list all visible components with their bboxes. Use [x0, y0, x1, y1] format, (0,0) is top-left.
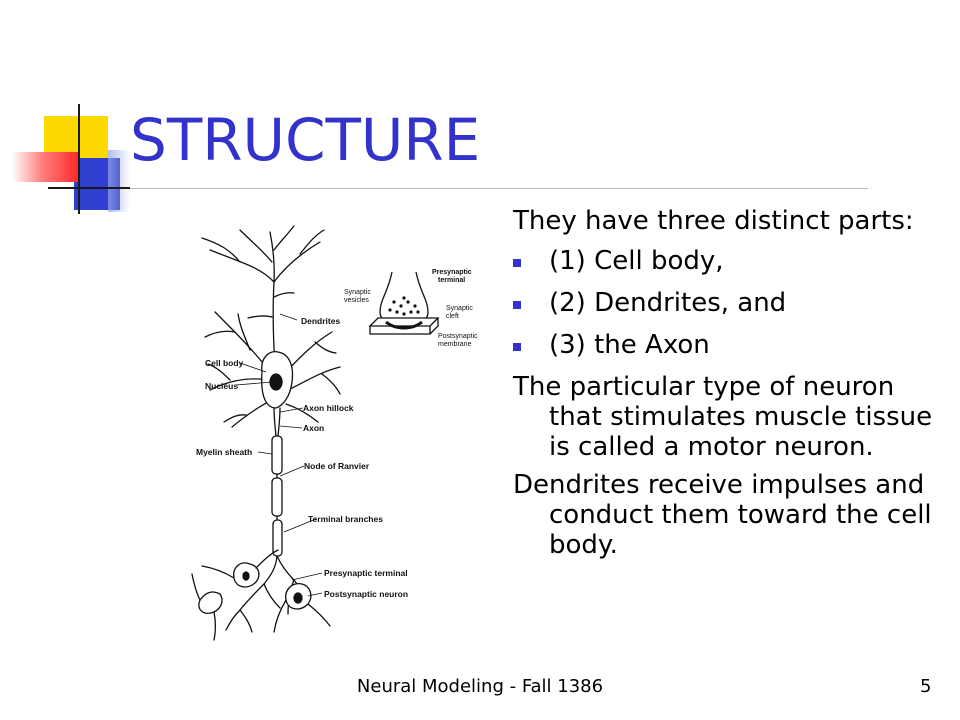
label-terminal-branches: Terminal branches: [308, 514, 383, 524]
label-myelin-sheath: Myelin sheath: [196, 447, 252, 457]
label-axon: Axon: [303, 423, 324, 433]
title-underline: [130, 188, 868, 189]
intro-text: They have three distinct parts:: [513, 206, 914, 236]
decor-horizontal-line: [48, 187, 130, 189]
slide-title: STRUCTURE: [130, 106, 481, 174]
list-item-text: (1) Cell body,: [549, 246, 724, 276]
label-nucleus: Nucleus: [205, 381, 238, 391]
inset-label-vesicles-2: vesicles: [344, 297, 369, 304]
list-item: (2) Dendrites, and: [513, 288, 933, 318]
label-postsynaptic-neuron: Postsynaptic neuron: [324, 589, 408, 599]
decor-blue-glow: [108, 150, 130, 212]
list-item: (3) the Axon: [513, 330, 933, 360]
footer-text: Neural Modeling - Fall 1386: [356, 676, 604, 697]
list-item-text: (3) the Axon: [549, 330, 710, 360]
body-text: They have three distinct parts: (1) Cell…: [513, 206, 933, 560]
label-presynaptic-terminal: Presynaptic terminal: [324, 568, 408, 578]
decor-vertical-line: [78, 104, 80, 214]
inset-label-cleft-1: Synaptic: [446, 305, 473, 312]
inset-label-vesicles-1: Synaptic: [344, 289, 371, 296]
label-dendrites: Dendrites: [301, 316, 340, 326]
motor-neuron-text: The particular type of neuron that stimu…: [513, 372, 933, 462]
inset-label-postsynaptic-1: Postsynaptic: [438, 333, 478, 340]
inset-label-presynaptic-1: Presynaptic: [432, 269, 472, 276]
label-node-of-ranvier: Node of Ranvier: [304, 461, 370, 471]
label-axon-hillock: Axon hillock: [303, 403, 354, 413]
bullet-square-icon: [513, 343, 521, 351]
list-item-text: (2) Dendrites, and: [549, 288, 787, 318]
neuron-diagram: Dendrites Cell body Nucleus Axon hillock…: [191, 225, 478, 641]
dendrites-text: Dendrites receive impulses and conduct t…: [513, 470, 932, 560]
bullet-square-icon: [513, 301, 521, 309]
bullet-square-icon: [513, 259, 521, 267]
inset-label-postsynaptic-2: membrane: [438, 341, 472, 348]
inset-label-presynaptic-2: terminal: [438, 277, 465, 284]
page-number: 5: [920, 676, 932, 697]
list-item: (1) Cell body,: [513, 246, 933, 276]
decor-red-square: [12, 152, 78, 182]
parts-list: (1) Cell body, (2) Dendrites, and (3) th…: [513, 246, 933, 360]
inset-label-cleft-2: cleft: [446, 313, 459, 320]
label-cell-body: Cell body: [205, 358, 244, 368]
